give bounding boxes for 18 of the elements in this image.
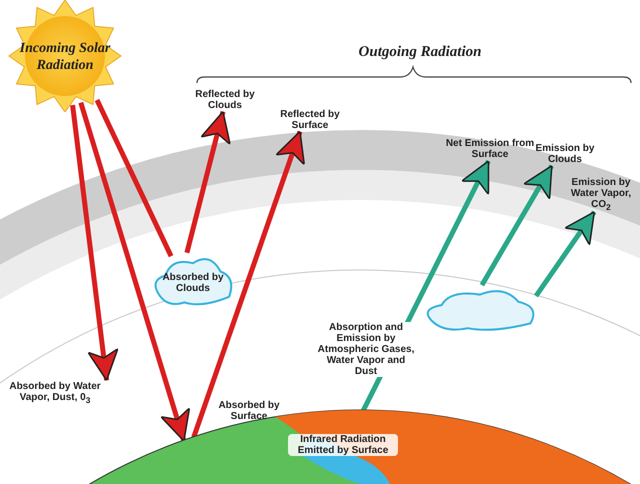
- arrow: [480, 164, 554, 286]
- node-label: Infrared Radiation Emitted by Surface: [288, 434, 398, 456]
- arrow-label: Absorbed by Surface: [217, 400, 281, 422]
- label-text: Absorbed by Water Vapor, Dust, 0$_{3}$: [8, 381, 102, 404]
- arrow: [78, 102, 190, 442]
- arrow: [191, 130, 306, 438]
- label-text: Emission by Water Vapor, CO$_{2}$: [570, 177, 632, 212]
- node-label: Incoming Solar Radiation: [18, 40, 112, 74]
- arrow: [70, 104, 119, 382]
- node-label: Absorbed by Clouds: [161, 272, 225, 294]
- label-text: Reflected by Surface: [279, 109, 341, 131]
- label-text: Net Emission from Surface: [445, 138, 535, 160]
- label-text: Reflected by Clouds: [194, 89, 256, 111]
- arrow: [534, 210, 596, 298]
- arrow: [184, 110, 231, 254]
- heading: Outgoing Radiation: [358, 44, 482, 61]
- edge-label: Absorption and Emission by Atmospheric Gases, Water Vapor and Dust: [316, 322, 416, 377]
- label-text: Emission by Clouds: [534, 143, 596, 165]
